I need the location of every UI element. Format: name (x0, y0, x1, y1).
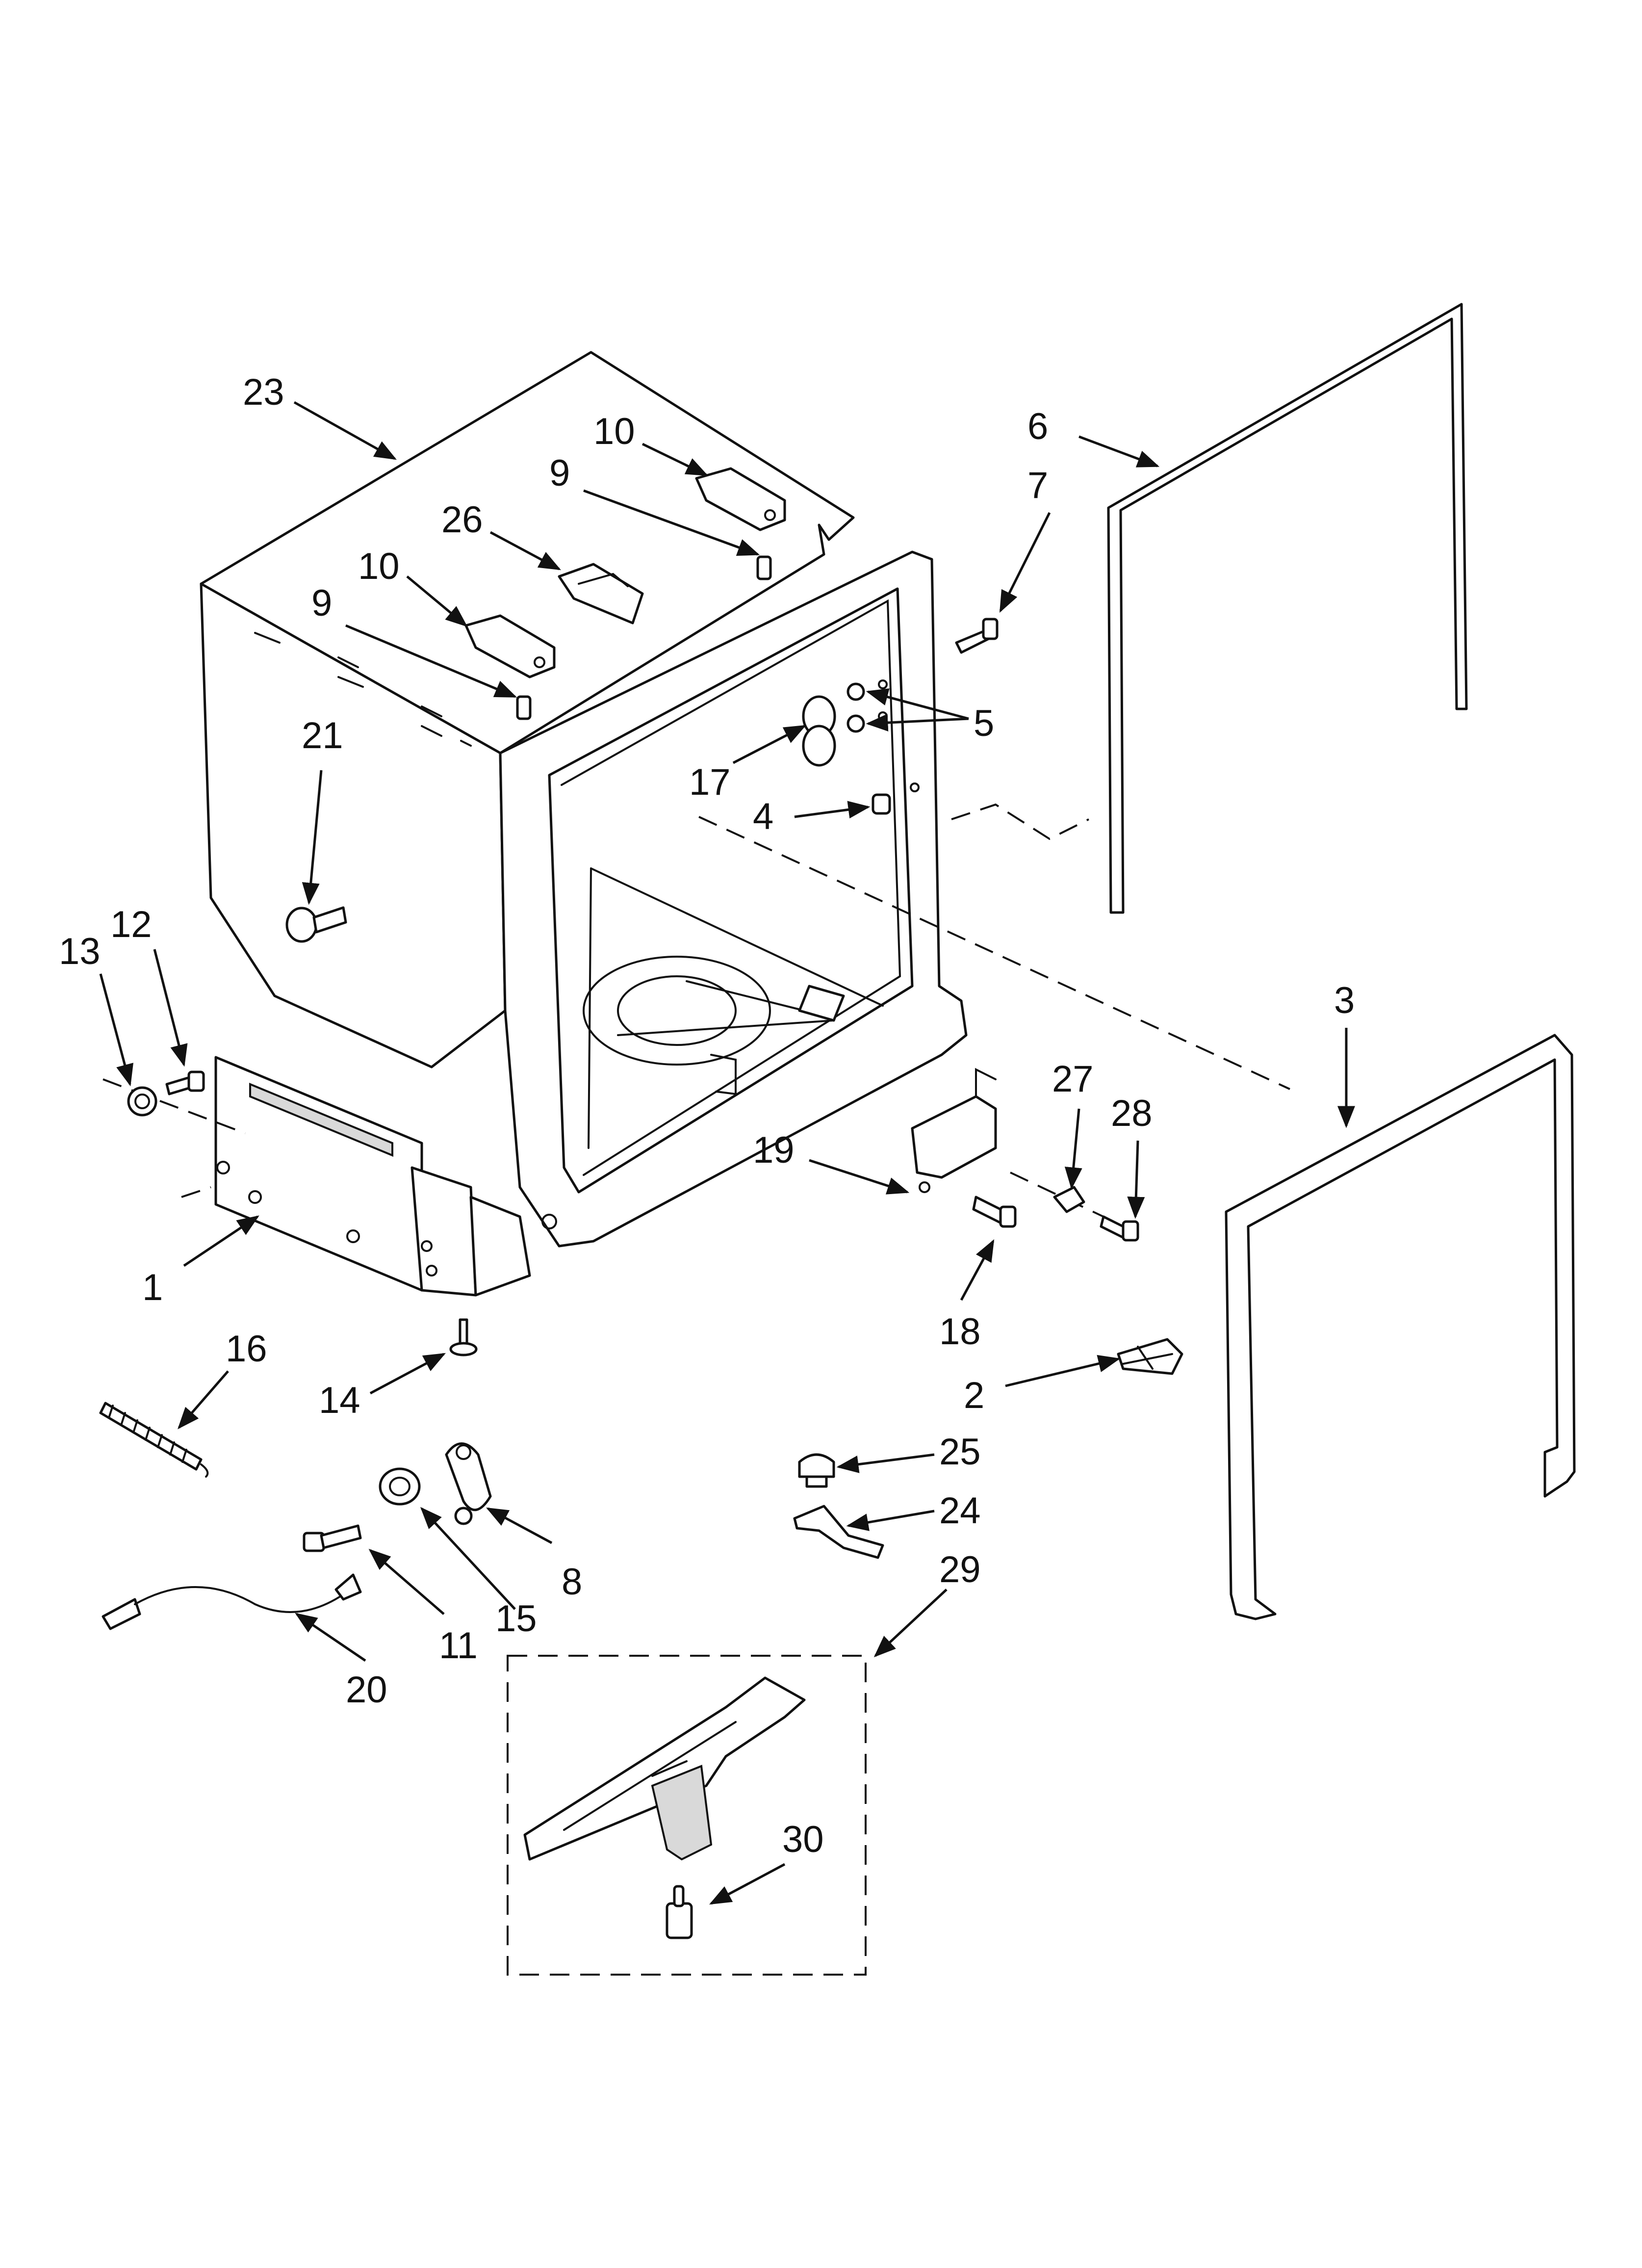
bolt-11 (303, 1524, 362, 1552)
screw-28 (1100, 1215, 1139, 1242)
callout-12: 12 (110, 904, 152, 945)
wire-harness-20 (102, 1573, 362, 1630)
callout-13: 13 (59, 931, 101, 972)
callout-7: 7 (1027, 465, 1048, 506)
callout-8: 8 (562, 1561, 582, 1603)
assembly-kit-29 (507, 1655, 867, 1976)
callout-20: 20 (346, 1669, 387, 1711)
callout-17: 17 (689, 761, 731, 803)
leveling-leg-14 (449, 1318, 478, 1356)
callout-6: 6 (1027, 406, 1048, 447)
nut-15 (379, 1467, 421, 1506)
pulley-arm-8 (445, 1442, 492, 1525)
callout-26: 26 (441, 499, 483, 541)
callout-24: 24 (939, 1490, 981, 1532)
clip-4 (872, 782, 920, 815)
callout-2: 2 (964, 1375, 984, 1416)
screw-9b (516, 695, 532, 720)
plug-21 (285, 906, 347, 943)
clip-27 (1053, 1186, 1085, 1213)
door-seal-top (1107, 303, 1468, 914)
callout-21: 21 (302, 715, 343, 756)
callout-14: 14 (319, 1380, 360, 1421)
callout-30: 30 (782, 1819, 824, 1860)
callout-4: 4 (753, 796, 773, 837)
callout-9a: 9 (549, 452, 570, 494)
callout-11: 11 (439, 1625, 478, 1667)
callout-25: 25 (939, 1431, 981, 1473)
callout-29: 29 (939, 1549, 981, 1590)
screw-7 (955, 618, 999, 654)
callout-28: 28 (1111, 1093, 1153, 1134)
callout-1: 1 (142, 1267, 163, 1308)
spring-16 (99, 1402, 209, 1478)
vent-part-26 (558, 563, 644, 625)
switch-30 (666, 1885, 693, 1939)
screw-9a (756, 555, 772, 580)
screw-18 (972, 1196, 1017, 1228)
door-seal-bottom (1225, 1034, 1576, 1620)
callout-23: 23 (243, 371, 284, 413)
callout-15: 15 (495, 1598, 537, 1640)
bracket-24 (793, 1505, 884, 1559)
switch-25 (798, 1453, 835, 1488)
screw-12 (165, 1070, 205, 1095)
rollers-17 (802, 695, 836, 767)
callout-10a: 10 (593, 411, 635, 452)
callout-5: 5 (974, 703, 994, 744)
bracket-19 (911, 1068, 997, 1193)
callout-19: 19 (753, 1129, 795, 1171)
callout-16: 16 (226, 1328, 267, 1370)
hinge-bracket-10a (695, 467, 786, 531)
latch-2 (1117, 1338, 1183, 1375)
callout-9b: 9 (311, 582, 332, 624)
callout-3: 3 (1334, 980, 1355, 1021)
callout-18: 18 (939, 1311, 981, 1353)
hinge-bracket-10b (464, 614, 556, 678)
callout-27: 27 (1052, 1058, 1094, 1100)
nut-13 (127, 1086, 157, 1117)
callout-10b: 10 (358, 546, 400, 587)
assembly-guide-lines (103, 803, 1290, 1218)
leader-lines (99, 401, 1355, 1905)
callout-labels: 23 10 9 26 10 9 6 7 5 17 4 21 12 13 3 27… (59, 371, 1355, 1860)
